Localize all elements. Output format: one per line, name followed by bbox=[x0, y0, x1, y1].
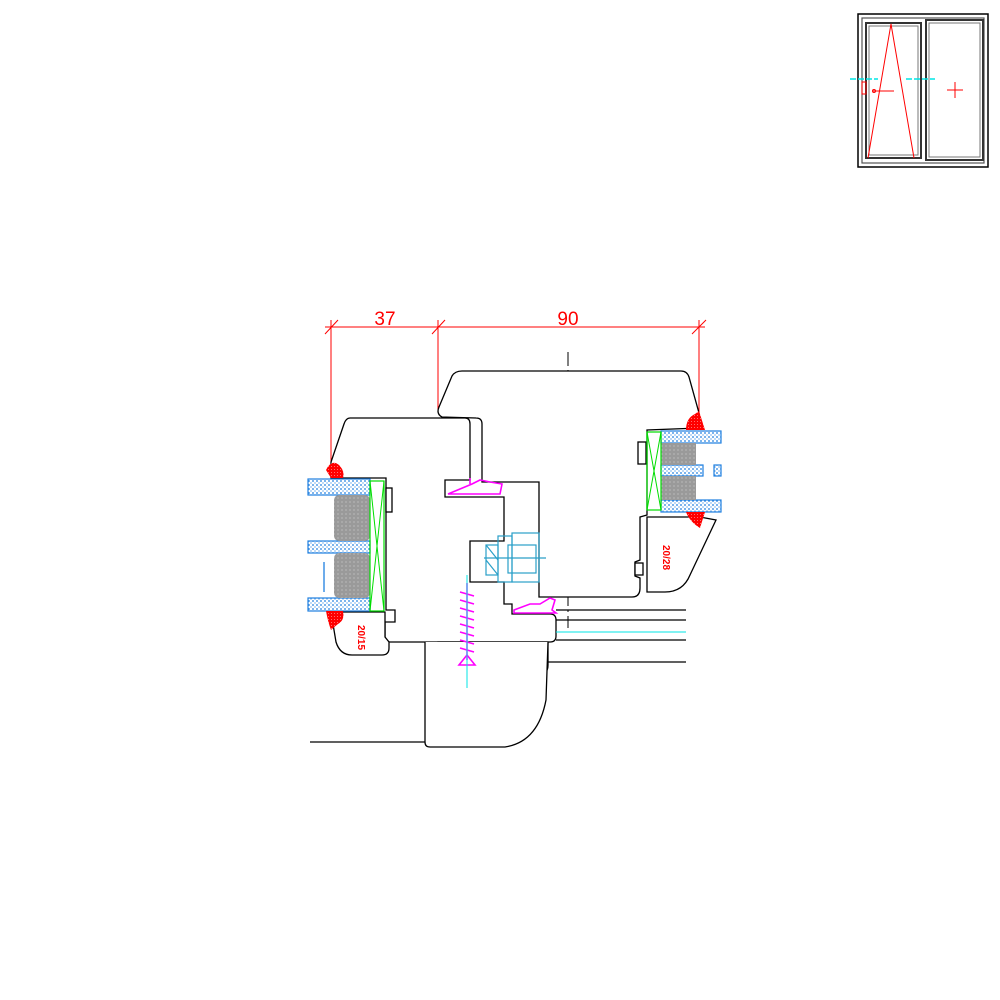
left-glazing-unit: 20/15 bbox=[307, 462, 385, 650]
left-clip bbox=[385, 487, 393, 513]
glass-pane bbox=[660, 464, 704, 477]
seal bbox=[326, 462, 344, 478]
setting-block bbox=[646, 431, 662, 511]
glass-pane bbox=[660, 430, 722, 444]
glazing-label-right: 20/28 bbox=[660, 545, 671, 570]
right-glazing-bead bbox=[646, 516, 717, 593]
dimension-lines bbox=[324, 319, 707, 462]
seal bbox=[326, 611, 344, 630]
spacer bbox=[334, 495, 370, 541]
glass-pane bbox=[307, 540, 371, 554]
glass-pane bbox=[307, 478, 371, 496]
spacer bbox=[661, 476, 696, 500]
gasket-top bbox=[447, 478, 503, 495]
gasket-bottom bbox=[513, 597, 559, 614]
window-elevation-thumbnail bbox=[850, 13, 989, 168]
left-glazing-bead bbox=[330, 611, 390, 656]
right-glazing-unit: 20/28 bbox=[646, 411, 722, 570]
profiles bbox=[310, 370, 717, 748]
glass-pane bbox=[660, 499, 722, 513]
glazing-label-left: 20/15 bbox=[355, 625, 366, 650]
right-clip-bottom bbox=[634, 562, 644, 576]
spacer bbox=[661, 443, 696, 465]
hardware-fitting bbox=[484, 532, 546, 583]
right-clip-top bbox=[637, 441, 647, 465]
spacer bbox=[334, 553, 370, 598]
sill-profile-3 bbox=[424, 641, 549, 748]
dimension-90: 90 bbox=[557, 309, 578, 330]
seal bbox=[686, 411, 705, 430]
setting-block bbox=[369, 480, 385, 612]
seal bbox=[686, 512, 705, 528]
glass-pane bbox=[307, 597, 371, 612]
dimension-37: 37 bbox=[374, 309, 395, 330]
